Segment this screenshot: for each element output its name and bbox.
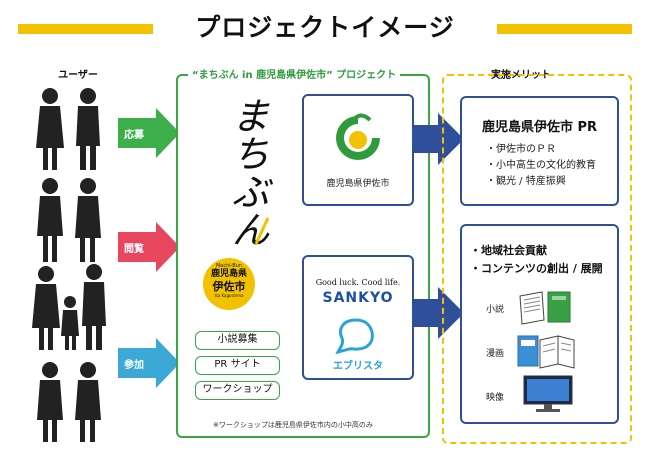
merit-card-pr <box>460 96 619 206</box>
isa-badge-logo: Machi-Bun 鹿児島県 伊佐市 Isa Kagoshima <box>203 258 255 310</box>
arrow-to-merit2 <box>412 287 464 339</box>
workshop-note: ※ワークショップは鹿児島県伊佐市内の小中高のみ <box>213 421 373 429</box>
arrow-label-apply: 応募 <box>124 130 144 141</box>
sankyo-tagline: Good luck. Cood life. <box>315 278 401 287</box>
person-icon-group-3 <box>32 264 106 350</box>
pill-workshop: ワークショップ <box>195 381 280 400</box>
users-label: ユーザー <box>58 70 98 81</box>
arrow-apply <box>118 108 180 158</box>
merit-pr-item-3: ・観光 / 特産振興 <box>486 176 566 187</box>
title-bar-right <box>497 24 632 34</box>
arrow-join <box>118 338 180 388</box>
people-illustration <box>32 88 106 442</box>
merits-panel <box>442 74 632 444</box>
badge-line1: 鹿児島県 <box>210 269 247 279</box>
everystar-icon <box>335 318 374 354</box>
book-icon <box>519 291 571 325</box>
person-icon-group-4 <box>37 362 101 442</box>
badge-top-text: Machi-Bun <box>215 263 243 269</box>
isa-city-name: 鹿児島県伊佐市 <box>326 179 390 189</box>
arrow-view <box>118 222 180 272</box>
merit-pr-item-2: ・小中高生の文化的教育 <box>486 160 596 171</box>
arrow-label-view: 閲覧 <box>124 244 144 255</box>
page-title: プロジェクトイメージ <box>195 13 455 42</box>
media-label-manga: 漫画 <box>486 349 505 359</box>
person-icon-group-2 <box>37 178 101 262</box>
pen-icon <box>254 217 270 245</box>
badge-line2: 伊佐市 <box>212 280 246 293</box>
merit-bullet-community: ・地域社会貢献 <box>470 244 547 257</box>
merit-pr-item-1: ・伊佐市のＰＲ <box>486 144 556 155</box>
pill-pr-site: PR サイト <box>195 356 280 375</box>
everystar-logo-text: エブリスタ <box>333 361 383 372</box>
title-bar-left <box>18 24 153 34</box>
merit-pr-title: 鹿児島県伊佐市 PR <box>481 120 598 135</box>
project-panel-title: “まちぶん in 鹿児島県伊佐市” プロジェクト <box>188 66 401 81</box>
media-label-novel: 小説 <box>486 305 505 315</box>
isa-city-card <box>302 94 414 206</box>
person-icon-group-1 <box>36 88 100 170</box>
sankyo-logo: SANKYO <box>322 290 394 306</box>
monitor-icon <box>523 375 573 412</box>
isa-city-emblem-icon <box>336 113 380 160</box>
pill-novel-recruit: 小説募集 <box>195 331 280 350</box>
arrow-label-join: 参加 <box>124 360 144 371</box>
badge-bottom-text: Isa Kagoshima <box>214 293 244 298</box>
media-label-video: 映像 <box>486 393 505 403</box>
arrow-to-merit1 <box>412 113 464 165</box>
merit-bullet-contents: ・コンテンツの創出 / 展開 <box>470 262 603 275</box>
machibun-calligraphy-logo: まちぶん <box>225 96 269 248</box>
manga-icon <box>517 335 575 369</box>
